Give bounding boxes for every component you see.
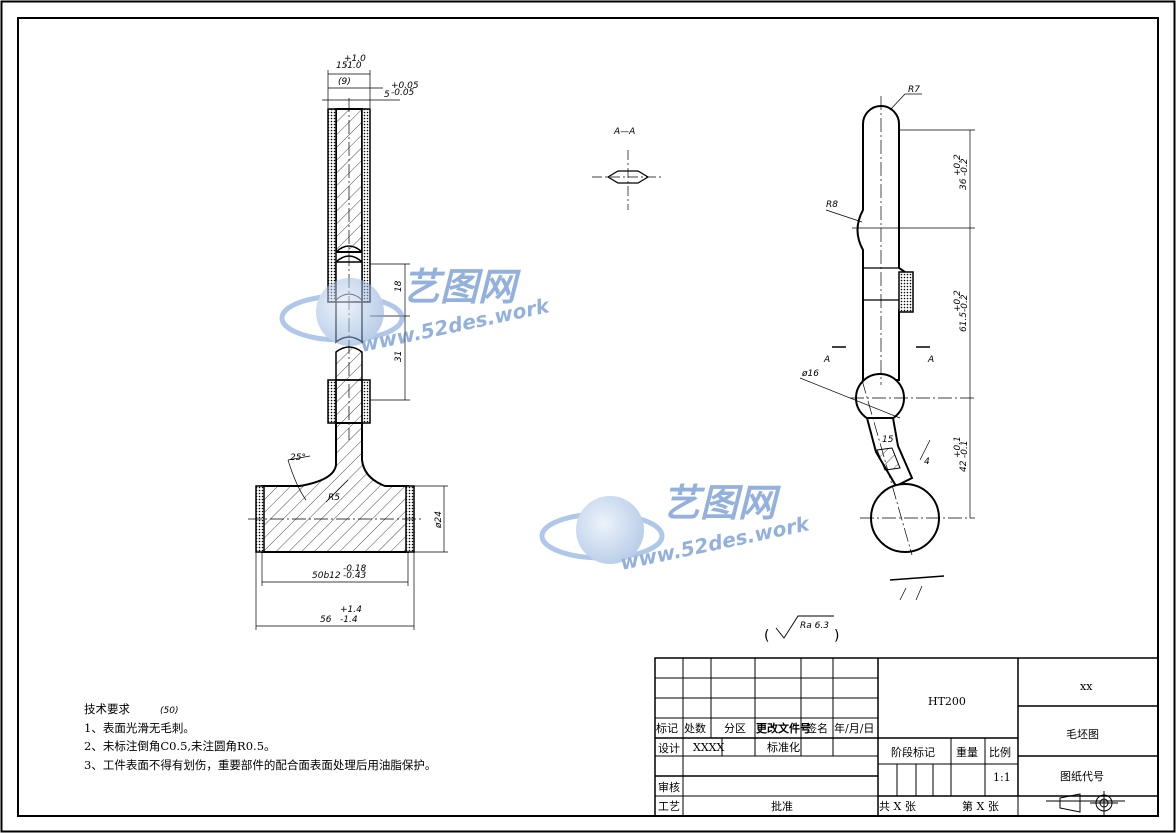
tb-review: 审核 bbox=[658, 780, 680, 794]
dim-615-tol-low: -0.2 bbox=[960, 294, 970, 312]
globe-icon bbox=[316, 278, 384, 346]
dim-top-base: 15 bbox=[336, 61, 348, 71]
tech-item-1: 1、表面光滑无毛刺。 bbox=[84, 721, 195, 735]
tech-requirements: 技术要求 (50) 1、表面光滑无毛刺。 2、未标注倒角C0.5,未注圆角R0.… bbox=[84, 702, 436, 772]
tb-scale-value: 1:1 bbox=[993, 771, 1011, 784]
dim-top-ref: (9) bbox=[338, 77, 351, 87]
knurl-right-mid bbox=[361, 379, 371, 424]
dim-42: 42 bbox=[959, 460, 969, 472]
tb-process: 工艺 bbox=[658, 800, 680, 813]
dim-50-tol-low: -0.43 bbox=[343, 571, 367, 581]
dim-56-tol: +1.4 bbox=[340, 605, 362, 615]
projection-symbol-icon bbox=[1046, 791, 1125, 815]
front-view bbox=[248, 70, 448, 630]
tb-total-sheets: 共 X 张 bbox=[879, 800, 916, 813]
side-view bbox=[799, 93, 975, 601]
section-label: A—A bbox=[613, 127, 635, 137]
sf-close: ) bbox=[834, 628, 839, 644]
tech-item-3: 3、工件表面不得有划伤，重要部件的配合面表面处理后用油脂保护。 bbox=[84, 758, 436, 772]
dim-615: 61.5 bbox=[959, 312, 969, 332]
section-mark-a-left: A bbox=[823, 355, 830, 365]
title-block bbox=[654, 657, 1159, 817]
globe-icon-2 bbox=[576, 496, 644, 564]
tb-approve: 批准 bbox=[771, 799, 793, 813]
dim-31: 31 bbox=[394, 351, 404, 362]
dim-56-tol-low: -1.4 bbox=[340, 615, 358, 625]
tb-scale-label: 比例 bbox=[989, 745, 1011, 759]
tb-rev-mark: 标记 bbox=[656, 721, 678, 735]
dim-top-right-tol: +0.05 bbox=[391, 81, 419, 91]
dim-56: 56 bbox=[320, 615, 332, 625]
knurl-right-top bbox=[361, 108, 371, 303]
dim-36-tol-low: -0.2 bbox=[960, 158, 970, 176]
dim-4: 4 bbox=[924, 457, 930, 467]
tech-subtitle: (50) bbox=[160, 706, 178, 716]
tb-design-value: XXXX bbox=[693, 741, 724, 754]
tb-standardize: 标准化 bbox=[767, 740, 800, 754]
front-dims: +1.0 -1.0 15 (9) 5 +0.05 -0.05 18 31 25°… bbox=[290, 54, 444, 625]
sf-open: ( bbox=[764, 628, 769, 644]
tb-rev-sign: 签名 bbox=[806, 721, 828, 735]
dim-50-tol: -0.18 bbox=[343, 564, 367, 574]
dim-36: 36 bbox=[959, 178, 969, 190]
dim-top-tol: +1.0 bbox=[344, 54, 366, 64]
tech-item-2: 2、未标注倒角C0.5,未注圆角R0.5。 bbox=[84, 739, 276, 753]
dim-42-tol-low: -0.1 bbox=[960, 440, 970, 458]
tb-stage: 阶段标记 bbox=[891, 745, 935, 759]
watermark-1: 艺图网 www.52des.work bbox=[279, 265, 553, 357]
tb-rev-doc: 更改文件号 bbox=[756, 721, 811, 735]
dim-top-right: 5 bbox=[384, 90, 390, 100]
dim-r8: R8 bbox=[826, 200, 838, 210]
dim-18: 18 bbox=[394, 280, 404, 292]
knurl-left-mid bbox=[327, 379, 337, 424]
inner-border bbox=[17, 17, 1159, 817]
title-block-text: 标记 处数 分区 更改文件号 签名 年/月/日 设计 XXXX 标准化 审核 工… bbox=[656, 680, 1104, 813]
dim-15: 15 bbox=[882, 435, 894, 445]
tb-drawing-code: 图纸代号 bbox=[1060, 770, 1104, 783]
dim-615-tol: +0.2 bbox=[953, 290, 963, 312]
tb-rev-date: 年/月/日 bbox=[834, 721, 874, 735]
side-dims: R7 R8 36 +0.2 -0.2 61.5 +0.2 -0.2 A A ø1… bbox=[801, 85, 970, 472]
watermark-2: 艺图网 www.52des.work bbox=[539, 481, 813, 575]
tech-title: 技术要求 bbox=[84, 702, 130, 716]
watermark-brand-2: 艺图网 bbox=[662, 481, 781, 525]
tb-drawing-name: 毛坯图 bbox=[1066, 728, 1099, 741]
dim-angle: 25° bbox=[290, 453, 306, 463]
section-view bbox=[592, 150, 664, 210]
knurl-left-top bbox=[327, 108, 337, 303]
tb-company: xx bbox=[1080, 680, 1093, 693]
watermark-brand: 艺图网 bbox=[402, 265, 521, 309]
tb-material: HT200 bbox=[928, 695, 966, 708]
dim-phi16: ø16 bbox=[801, 369, 819, 379]
tb-weight: 重量 bbox=[956, 745, 978, 759]
dim-36-tol: +0.2 bbox=[953, 154, 963, 176]
tb-sheet-no: 第 X 张 bbox=[962, 799, 999, 813]
dim-top-right-tol-low: -0.05 bbox=[391, 88, 415, 98]
dim-top-tol-low: -1.0 bbox=[344, 61, 362, 71]
dim-50: 50b12 bbox=[312, 571, 341, 581]
tb-rev-zone: 分区 bbox=[724, 722, 746, 735]
tb-design-label: 设计 bbox=[658, 742, 680, 755]
dim-42-tol: +0.1 bbox=[953, 436, 963, 458]
tb-rev-count: 处数 bbox=[684, 722, 706, 735]
dim-r7: R7 bbox=[908, 85, 920, 95]
dim-radius: R5 bbox=[328, 493, 340, 503]
dim-diameter: ø24 bbox=[434, 511, 444, 529]
section-mark-a-right: A bbox=[927, 355, 934, 365]
surface-finish-icon bbox=[775, 615, 834, 639]
surface-finish: ( Ra 6.3 ) bbox=[764, 615, 839, 644]
sf-value: Ra 6.3 bbox=[800, 621, 829, 631]
